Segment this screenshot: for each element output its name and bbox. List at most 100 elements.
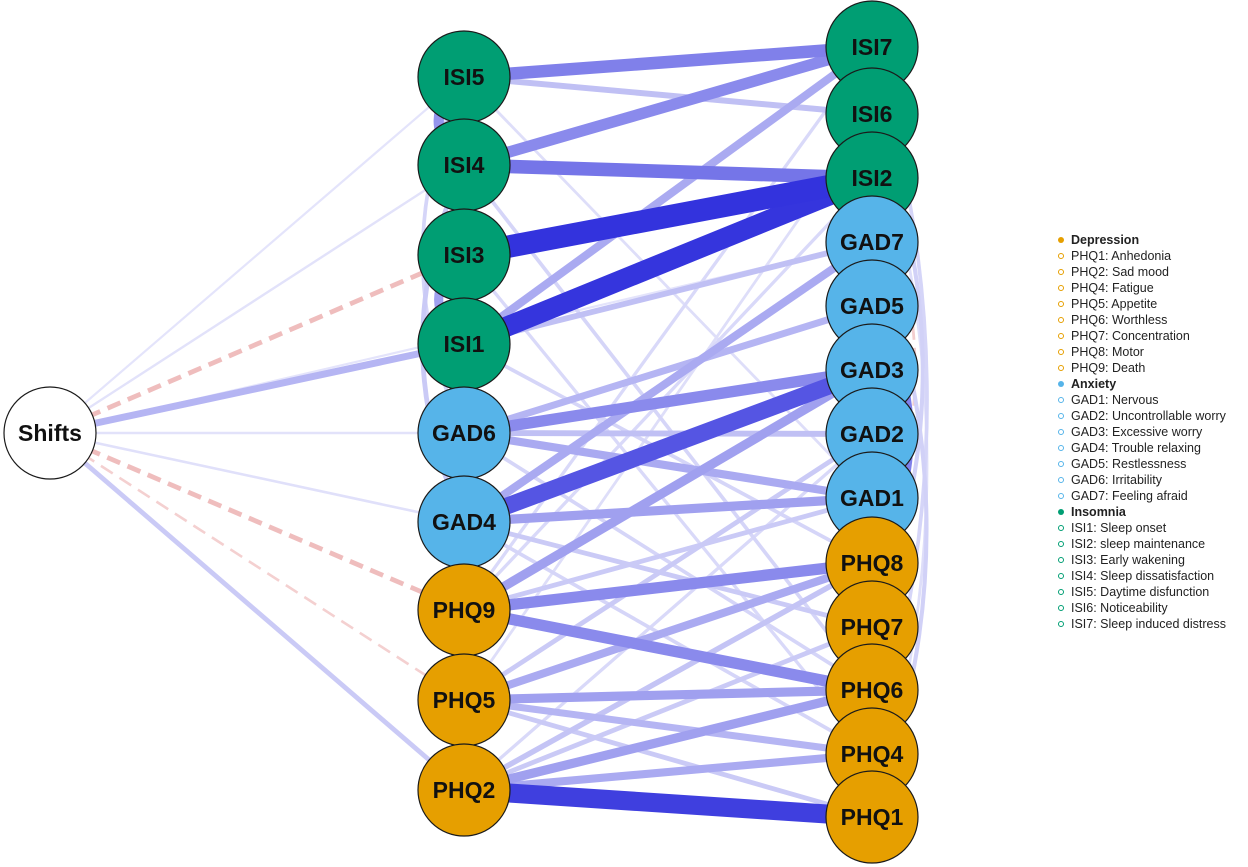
node-phq6-label: PHQ6 [841,677,904,703]
node-gad1-label: GAD1 [840,485,904,511]
edge-phq9-gad1 [463,495,873,613]
legend-item: PHQ9: Death [1058,360,1226,376]
edge-isi5-isi7 [463,40,873,84]
node-isi2: ISI2 [825,131,919,225]
legend-item: PHQ5: Appetite [1058,296,1226,312]
node-isi5-label: ISI5 [444,64,485,90]
node-gad6: GAD6 [417,386,511,480]
node-isi1-label: ISI1 [444,331,485,357]
edge-isi5-isi6 [463,74,873,117]
legend-item-label: ISI6: Noticeability [1071,601,1168,615]
node-gad5: GAD5 [825,259,919,353]
edge-isi1-isi2 [460,168,876,354]
edge-gad4-phq4 [463,520,873,756]
legend-group-insomnia: Insomnia [1058,504,1226,520]
node-phq8-label: PHQ8 [841,550,904,576]
legend-group-anxiety: Anxiety [1058,376,1226,392]
node-gad7-label: GAD7 [840,229,904,255]
legend-hollow-dot-icon [1058,317,1064,323]
edge-phq2-phq8 [462,560,874,793]
legend-hollow-dot-icon [1058,333,1064,339]
node-isi6-label: ISI6 [852,101,893,127]
edge-phq5-phq6 [463,685,873,705]
node-phq2-circle [417,743,511,837]
edge-isi1-shifts [49,340,465,437]
legend-depression-title: Depression [1071,233,1140,247]
edge-phq2-phq6 [462,685,874,795]
legend-item: GAD5: Restlessness [1058,456,1226,472]
legend-item-label: PHQ7: Concentration [1071,329,1190,343]
legend-hollow-dot-icon [1058,349,1064,355]
edge-isi1-isi7 [461,43,875,348]
legend-hollow-dot-icon [1058,413,1064,419]
legend-hollow-dot-icon [1058,477,1064,483]
edge-phq2-phq1 [463,780,873,827]
node-gad2: GAD2 [825,387,919,481]
legend-hollow-dot-icon [1058,397,1064,403]
node-isi3-label: ISI3 [444,242,485,268]
legend-item-label: GAD3: Excessive worry [1071,425,1203,439]
legend-hollow-dot-icon [1058,589,1064,595]
node-phq1-circle [825,770,919,864]
legend-item-label: ISI1: Sleep onset [1071,521,1167,535]
legend-hollow-dot-icon [1058,621,1064,627]
legend-group-depression: Depression [1058,232,1226,248]
edge-isi3-phq4 [462,253,874,756]
legend-hollow-dot-icon [1058,445,1064,451]
edge-phq5-phq8 [462,559,874,704]
node-phq9: PHQ9 [417,563,511,657]
edge-isi3-isi2 [461,166,875,267]
edge-isi3-shifts [49,252,465,436]
edge-phq9-phq6 [462,604,874,696]
node-phq8: PHQ8 [825,516,919,610]
legend-item-label: ISI4: Sleep dissatisfaction [1071,569,1215,583]
legend-item-label: GAD5: Restlessness [1071,457,1187,471]
legend-hollow-dot-icon [1058,285,1064,291]
edge-gad4-gad7 [461,238,875,526]
legend-item-label: PHQ4: Fatigue [1071,281,1154,295]
legend-item-label: PHQ6: Worthless [1071,313,1168,327]
edge-phq2-phq4 [463,749,873,795]
legend-anxiety-filled-dot-icon [1058,381,1064,387]
legend-item: ISI5: Daytime disfunction [1058,584,1226,600]
legend-item-label: GAD1: Nervous [1071,393,1159,407]
node-gad6-label: GAD6 [432,420,496,446]
node-phq1: PHQ1 [825,770,919,864]
legend-item: ISI7: Sleep induced distress [1058,616,1226,632]
legend-item-label: ISI7: Sleep induced distress [1071,617,1226,631]
legend-item-label: PHQ1: Anhedonia [1071,249,1172,263]
node-isi7: ISI7 [825,0,919,94]
legend-hollow-dot-icon [1058,541,1064,547]
node-gad2-label: GAD2 [840,421,904,447]
legend-item-label: PHQ8: Motor [1071,345,1144,359]
edge-gad6-gad5 [462,302,874,437]
node-phq2-label: PHQ2 [433,777,496,803]
legend-item: GAD1: Nervous [1058,392,1226,408]
node-phq1-label: PHQ1 [841,804,904,830]
edge-gad4-gad3 [461,362,875,530]
edge-isi7-phq9 [462,46,874,611]
node-shifts: Shifts [3,386,97,480]
legend-item-label: GAD6: Irritability [1071,473,1162,487]
node-isi1: ISI1 [417,297,511,391]
edge-isi4-isi7 [462,41,874,171]
node-isi6: ISI6 [825,67,919,161]
legend-item-label: ISI2: sleep maintenance [1071,537,1206,551]
node-shifts-circle [3,386,97,480]
edge-gad6-gad2 [463,430,873,437]
node-isi5: ISI5 [417,30,511,124]
node-isi4: ISI4 [417,118,511,212]
legend-item: PHQ2: Sad mood [1058,264,1226,280]
edge-phq5-shifts [49,431,465,702]
node-phq6: PHQ6 [825,643,919,737]
legend-item: PHQ7: Concentration [1058,328,1226,344]
legend-hollow-dot-icon [1058,573,1064,579]
legend-hollow-dot-icon [1058,557,1064,563]
legend-item-label: ISI3: Early wakening [1071,553,1185,567]
legend-depression-filled-dot-icon [1058,237,1064,243]
legend-item: GAD4: Trouble relaxing [1058,440,1226,456]
legend-hollow-dot-icon [1058,461,1064,467]
node-phq5: PHQ5 [417,653,511,747]
legend-item-label: PHQ2: Sad mood [1071,265,1169,279]
